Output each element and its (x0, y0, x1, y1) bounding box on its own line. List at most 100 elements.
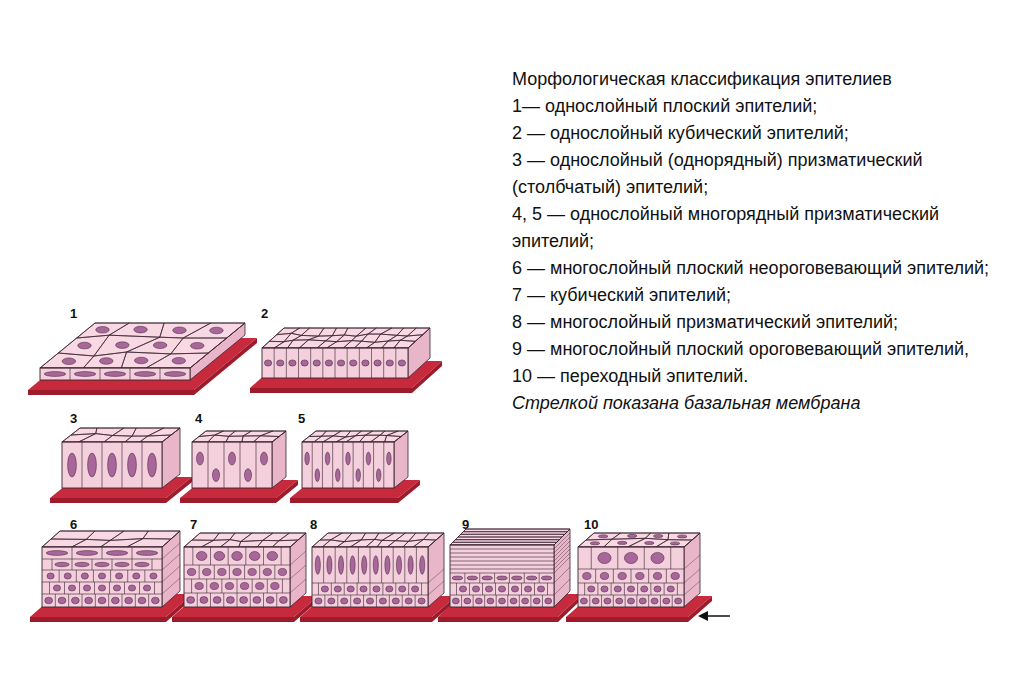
cell-border (672, 595, 673, 607)
cell-nucleus (76, 551, 98, 556)
cell-border (276, 593, 277, 607)
top-cell (578, 539, 612, 547)
callout-number: 10 (584, 518, 598, 532)
side-layer-line (554, 549, 570, 565)
cell-nucleus (210, 582, 218, 589)
cell-border (547, 583, 548, 595)
layer-line (42, 582, 162, 583)
cell-border (496, 595, 497, 607)
cell-nucleus (267, 551, 278, 560)
cell-nucleus (116, 342, 130, 349)
cell-border (250, 593, 251, 607)
cell-nucleus (385, 556, 390, 575)
cell-border (624, 583, 625, 595)
cell-nucleus (356, 469, 360, 482)
cell-nucleus (187, 568, 195, 575)
cell-border (373, 442, 374, 488)
top-cell (359, 435, 380, 442)
cell-border (256, 442, 257, 488)
layer-line (302, 442, 394, 443)
cell-nucleus (588, 586, 595, 592)
cell-nucleus (153, 342, 167, 349)
legend-item: 9 — многослойный плоский ороговевающий э… (512, 336, 1012, 363)
cell-nucleus (636, 572, 644, 579)
cell-border (404, 547, 405, 583)
cell-nucleus (387, 452, 391, 465)
top-face (578, 533, 700, 547)
callout-number: 6 (70, 518, 77, 532)
cell-nucleus (325, 452, 329, 465)
cell-border (122, 442, 123, 488)
side-layer-line (428, 581, 444, 595)
cell-nucleus (653, 572, 661, 579)
cell-nucleus (85, 597, 93, 604)
cell-nucleus (133, 573, 140, 579)
cell-nucleus (386, 586, 393, 592)
cell-nucleus (325, 360, 332, 366)
cell-nucleus (498, 586, 505, 592)
cell-nucleus (580, 598, 587, 604)
cell-nucleus (663, 598, 670, 604)
cell-border (82, 442, 83, 488)
cell-border (402, 595, 403, 607)
cell-nucleus (71, 597, 79, 604)
cell-border (76, 570, 77, 582)
top-face (192, 431, 286, 442)
cell-nucleus (47, 573, 54, 579)
cell-nucleus (408, 556, 413, 575)
cell-border (332, 442, 333, 488)
cell-nucleus (134, 357, 148, 364)
top-cell (455, 537, 562, 540)
cell-border (93, 570, 94, 582)
top-cell (230, 533, 253, 542)
layer-line (42, 570, 162, 571)
cell-border (370, 583, 371, 595)
side-layer-line (554, 541, 570, 557)
cell-nucleus (373, 586, 380, 592)
side-layer-line (290, 533, 306, 547)
top-face (302, 431, 408, 442)
cell-border (223, 593, 224, 607)
cell-border (395, 348, 396, 378)
cell-border (112, 559, 113, 570)
cell-nucleus (366, 598, 373, 604)
layer-line (184, 565, 290, 566)
cell-border (584, 583, 585, 595)
cell-border (259, 565, 260, 579)
callout-number: 2 (261, 307, 268, 321)
cell-nucleus (226, 597, 234, 604)
basal-membrane-edge (30, 617, 166, 622)
cell-border (393, 547, 394, 583)
callout-number: 1 (70, 307, 77, 321)
cell-nucleus (467, 576, 478, 580)
cell-nucleus (44, 372, 66, 377)
cell-border (263, 593, 264, 607)
cell-border (395, 583, 396, 595)
cell-nucleus (196, 452, 203, 465)
cell-nucleus (62, 358, 76, 365)
top-cell (291, 328, 309, 335)
cell-nucleus (386, 360, 393, 366)
top-cell (346, 431, 362, 437)
cell-border (335, 348, 336, 378)
cell-border (324, 595, 325, 607)
side-layer-line (554, 567, 570, 583)
layer-line (62, 442, 162, 443)
top-cell (320, 533, 342, 540)
cell-border (508, 583, 509, 595)
layer-line (450, 565, 554, 566)
cell-nucleus (53, 585, 60, 591)
cell-nucleus (151, 597, 159, 604)
side-layer-line (162, 428, 180, 442)
cell-nucleus (604, 598, 611, 604)
cell-nucleus (362, 360, 369, 366)
cell-nucleus (233, 568, 241, 575)
cell-border (677, 583, 678, 595)
cell-nucleus (134, 372, 156, 377)
cell-border (539, 573, 540, 583)
cell-nucleus (277, 360, 284, 366)
cell-border (240, 442, 241, 488)
top-cell (453, 540, 560, 543)
cell-border (132, 559, 133, 570)
cell-border (337, 595, 338, 607)
